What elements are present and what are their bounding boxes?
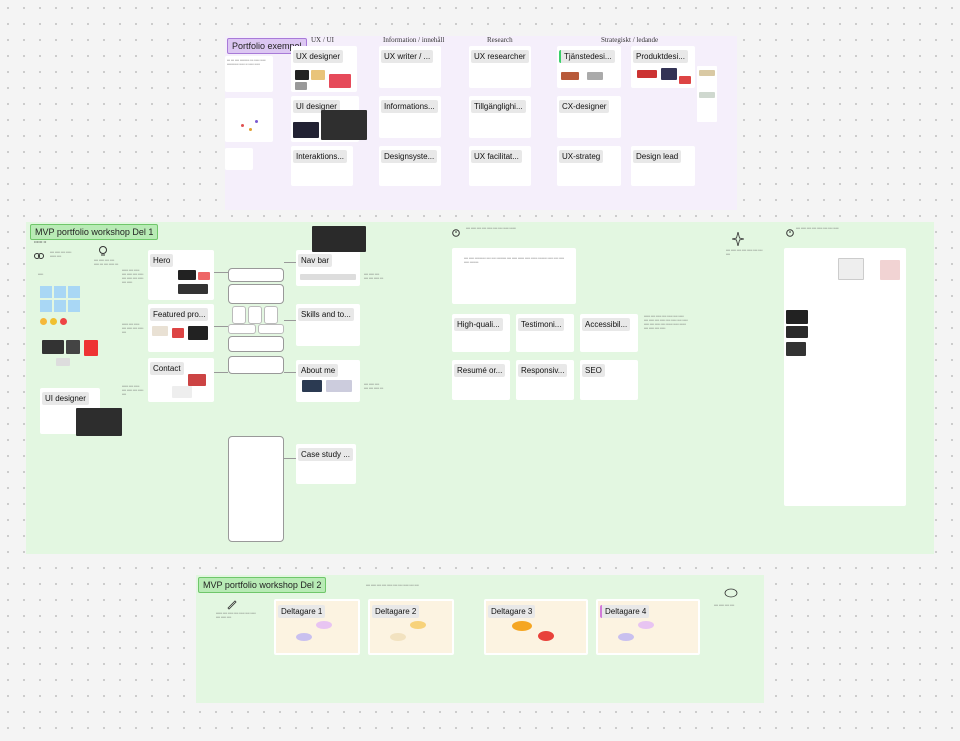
column-head-research: Research <box>487 36 513 44</box>
clock-icon <box>452 224 460 242</box>
card-testimonials[interactable]: Testimoni... <box>516 314 574 352</box>
wireframe-contact[interactable] <box>228 356 284 374</box>
column-head-information: Information / innehåll <box>383 36 445 44</box>
nav-bar-screenshot <box>312 226 366 252</box>
card-seo[interactable]: SEO <box>580 360 638 400</box>
sticky-note[interactable] <box>40 286 52 298</box>
card-ux-writer[interactable]: UX writer / ... <box>379 46 441 88</box>
del1-section-title[interactable]: MVP portfolio workshop Del 1 <box>30 224 159 240</box>
inspiration-board[interactable] <box>784 248 906 506</box>
card-about-me[interactable]: About me <box>296 360 360 402</box>
participant-board-2[interactable]: Deltagare 2 <box>368 599 454 655</box>
card-skills-and-tools[interactable]: Skills and to... <box>296 304 360 346</box>
del1-section[interactable]: MVP portfolio workshop Del 1 •••••• •• •… <box>26 222 934 554</box>
card-ux-researcher[interactable]: UX researcher <box>469 46 531 88</box>
card-tjanstedesigner[interactable]: Tjänstedesi... <box>557 46 621 88</box>
column-head-strategiskt: Strategiskt / ledande <box>601 36 659 44</box>
link-icon <box>34 248 44 266</box>
speech-bubble-icon <box>724 587 738 605</box>
instruction-note-3[interactable] <box>225 148 253 170</box>
card-featured-projects[interactable]: Featured pro... <box>148 304 214 352</box>
ui-designer-del1-screenshot <box>76 408 122 436</box>
card-cx-designer[interactable]: CX-designer <box>557 96 621 138</box>
card-interaktionsdesigner[interactable]: Interaktions... <box>291 146 353 186</box>
wireframe-block[interactable] <box>258 324 284 334</box>
wireframe-block[interactable] <box>232 306 246 324</box>
portfolio-section[interactable]: Portfolio exempel UX / UI Information / … <box>225 36 737 210</box>
participant-board-3[interactable]: Deltagare 3 <box>484 599 588 655</box>
card-ux-strateg[interactable]: UX-strateg <box>557 146 621 186</box>
card-ux-facilitator[interactable]: UX facilitat... <box>469 146 531 186</box>
smile-icon[interactable] <box>50 318 57 325</box>
sparkle-icon <box>731 231 745 251</box>
card-design-lead[interactable]: Design lead <box>631 146 695 186</box>
card-resume[interactable]: Resumé or... <box>452 360 510 400</box>
card-informationsarkitekt[interactable]: Informations... <box>379 96 441 138</box>
wireframe-nav[interactable] <box>228 268 284 282</box>
card-nav-bar[interactable]: Nav bar <box>296 250 360 286</box>
features-notes-card[interactable]: •••• ••••• •••••••••• •••• •••• ••••••••… <box>452 248 576 304</box>
participant-board-1[interactable]: Deltagare 1 <box>274 599 360 655</box>
sticky-note[interactable] <box>54 300 66 312</box>
wireframe-skills[interactable] <box>228 336 284 352</box>
sticky-note[interactable] <box>68 286 80 298</box>
card-responsive[interactable]: Responsiv... <box>516 360 574 400</box>
card-case-study[interactable]: Case study ... <box>296 444 356 484</box>
heart-icon[interactable] <box>60 318 67 325</box>
pencil-icon <box>226 597 238 615</box>
wireframe-block[interactable] <box>264 306 278 324</box>
star-icon[interactable] <box>40 318 47 325</box>
card-high-quality[interactable]: High-quali... <box>452 314 510 352</box>
sticky-note[interactable] <box>54 286 66 298</box>
sticky-note[interactable] <box>40 300 52 312</box>
sticky-note[interactable] <box>68 300 80 312</box>
column-head-ux-ui: UX / UI <box>311 36 334 44</box>
card-hero[interactable]: Hero <box>148 250 214 300</box>
card-tillganglighet[interactable]: Tillgänglighi... <box>469 96 531 138</box>
instruction-note-2[interactable] <box>225 98 273 142</box>
instruction-note-1[interactable]: ••• ••• •••• ••••••••• ••• ••••• ••••• •… <box>225 56 273 92</box>
lightbulb-icon <box>98 244 108 262</box>
card-designsystem[interactable]: Designsyste... <box>379 146 441 186</box>
card-produktdesigner[interactable]: Produktdesi... <box>631 46 695 88</box>
clock-icon <box>786 224 794 242</box>
card-contact[interactable]: Contact <box>148 358 214 402</box>
del2-section[interactable]: MVP portfolio workshop Del 2 •••••• ••••… <box>196 575 764 703</box>
wireframe-hero[interactable] <box>228 284 284 304</box>
card-accessibility[interactable]: Accessibil... <box>580 314 638 352</box>
del2-section-title[interactable]: MVP portfolio workshop Del 2 <box>198 577 327 593</box>
ui-designer-screenshot <box>321 110 367 140</box>
participant-board-4[interactable]: Deltagare 4 <box>596 599 700 655</box>
wireframe-block[interactable] <box>248 306 262 324</box>
wireframe-case-study[interactable] <box>228 436 284 542</box>
card-ux-designer[interactable]: UX designer <box>291 46 357 92</box>
wireframe-block[interactable] <box>228 324 256 334</box>
